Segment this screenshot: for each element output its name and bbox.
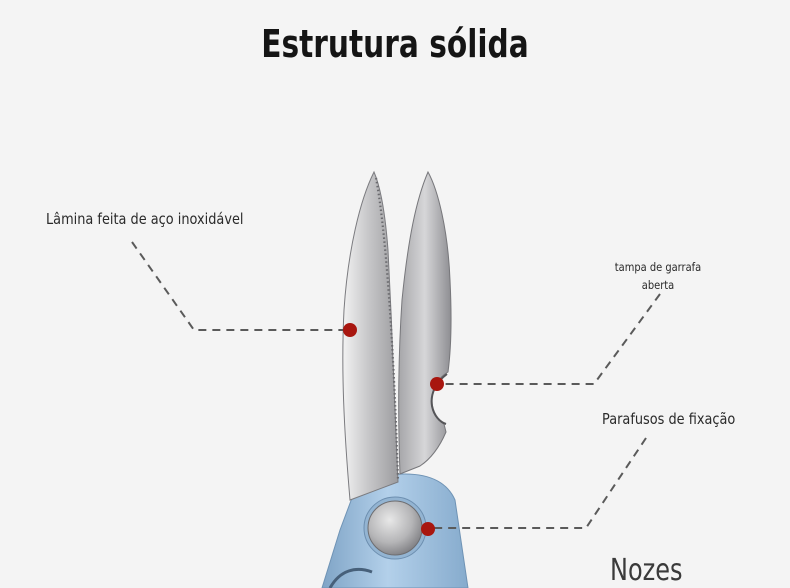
blade-callout-label: Lâmina feita de aço inoxidável — [46, 210, 244, 228]
right-blade — [398, 170, 452, 475]
pivot-screw — [363, 496, 427, 560]
screw-callout-dot — [421, 522, 435, 536]
opener-callout-dot — [430, 377, 444, 391]
blade-leader-line — [131, 241, 350, 331]
bottle-opener-callout-label: tampa de garrafa aberta — [614, 260, 702, 292]
page-title: Estrutura sólida — [261, 22, 529, 66]
blade-callout-dot — [343, 323, 357, 337]
opener-leader-line — [437, 293, 661, 385]
screws-callout-label: Parafusos de fixação — [602, 410, 736, 428]
left-blade — [342, 170, 400, 501]
leader-lines — [131, 241, 661, 529]
section-heading-partial: Nozes — [610, 553, 683, 588]
screw-leader-line — [428, 437, 647, 529]
